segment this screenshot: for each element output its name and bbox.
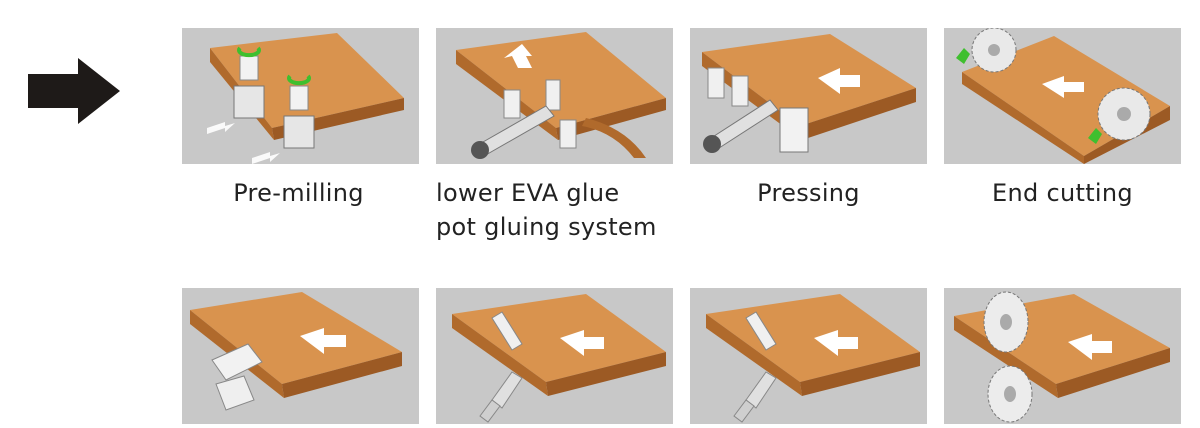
feed-direction-arrow-icon [504, 44, 532, 68]
glue-pot-icon [471, 79, 577, 159]
step-label: Pre-milling [233, 179, 364, 207]
step-label-line2: pot gluing system [436, 213, 657, 241]
step-trimming-image [182, 288, 419, 424]
trimming-knife-icon [479, 311, 523, 423]
step-pre-milling-image [182, 28, 419, 164]
feed-direction-arrow-icon [1068, 334, 1112, 360]
step-label: End cutting [992, 179, 1133, 207]
feed-direction-arrow-icon [818, 68, 860, 94]
milling-cutter-icon [233, 46, 315, 149]
step-scraping-image [436, 288, 673, 424]
direction-arrow-icon [28, 58, 120, 124]
step-corner-rounding-image [690, 288, 927, 424]
buffing-wheel-icon [983, 291, 1033, 423]
step-gluing-image [436, 28, 673, 164]
step-label: lower EVA glue [436, 179, 620, 207]
step-end-cutting-image [944, 28, 1181, 164]
step-label: Pressing [757, 179, 860, 207]
saw-blade-icon [971, 28, 1151, 141]
step-buffing-image [944, 288, 1181, 424]
pressure-roller-icon [703, 67, 809, 153]
trimming-knife-icon [211, 343, 263, 411]
feed-direction-arrow-icon [560, 330, 604, 356]
trimming-knife-icon [733, 311, 777, 423]
feed-direction-arrow-icon [1042, 76, 1084, 98]
feed-direction-arrow-icon [814, 330, 858, 356]
step-pressing-image [690, 28, 927, 164]
feed-direction-arrow-icon [300, 328, 346, 354]
